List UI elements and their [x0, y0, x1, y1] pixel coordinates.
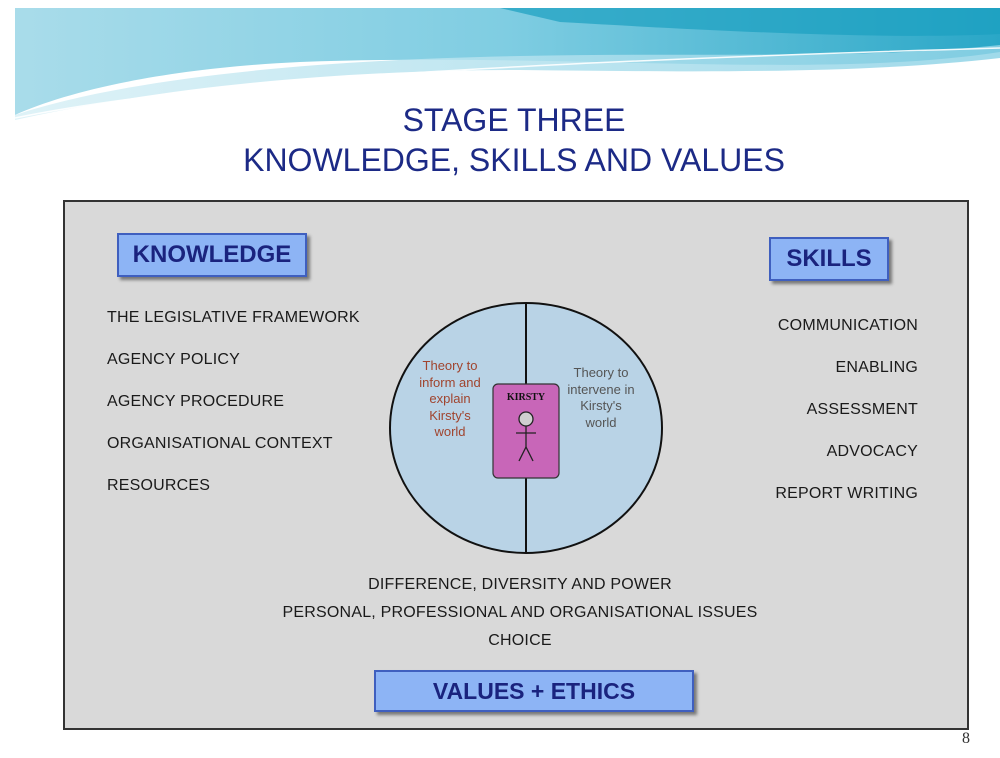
values-line: PERSONAL, PROFESSIONAL AND ORGANISATIONA…: [282, 604, 758, 621]
kirsty-label: KIRSTY: [507, 392, 546, 403]
knowledge-item: AGENCY POLICY: [107, 351, 241, 368]
skills-item: ASSESSMENT: [806, 401, 918, 418]
page-number: 8: [962, 730, 970, 747]
skills-item: REPORT WRITING: [775, 485, 918, 502]
slide-title-line2: KNOWLEDGE, SKILLS AND VALUES: [243, 142, 785, 178]
skills-heading: SKILLS: [769, 237, 889, 281]
knowledge-item: RESOURCES: [107, 477, 211, 494]
person-figure-icon: [516, 411, 536, 462]
skills-item: ENABLING: [835, 359, 918, 376]
knowledge-item: ORGANISATIONAL CONTEXT: [107, 435, 333, 452]
skills-item: COMMUNICATION: [777, 317, 918, 334]
knowledge-item: THE LEGISLATIVE FRAMEWORK: [107, 309, 360, 326]
values-ethics-heading: VALUES + ETHICS: [374, 670, 694, 712]
theory-intervene-text: Theory to intervene in Kirsty's world: [567, 365, 635, 430]
skills-item: ADVOCACY: [826, 443, 918, 460]
values-line: DIFFERENCE, DIVERSITY AND POWER: [368, 576, 672, 593]
theory-inform-text: Theory to inform and explain Kirsty's wo…: [419, 358, 481, 439]
kirsty-circle-diagram: KIRSTY: [389, 302, 663, 554]
slide-title-line1: STAGE THREE: [402, 102, 626, 138]
header-wave-graphic: [14, 8, 1000, 120]
knowledge-item: AGENCY PROCEDURE: [107, 393, 285, 410]
knowledge-heading: KNOWLEDGE: [117, 233, 307, 277]
values-line: CHOICE: [488, 632, 552, 649]
